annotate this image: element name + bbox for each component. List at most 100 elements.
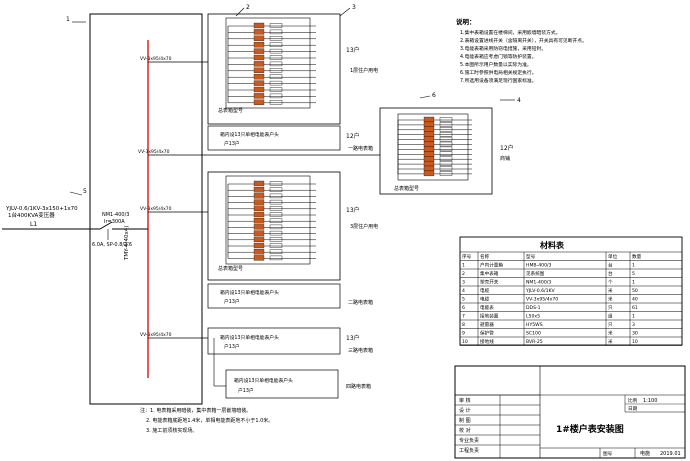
branch-1-cable: VV-3x95/4x70 [140, 56, 172, 62]
mbr-meter-row [398, 160, 472, 167]
materials-cell: 7 [462, 314, 465, 320]
main-distribution-panel [89, 13, 203, 405]
materials-cell: 接地装置 [480, 313, 499, 320]
materials-cell: 6 [462, 305, 465, 311]
meter-box-right-caption: 总表箱型号 [394, 185, 419, 192]
materials-cell: 30 [632, 331, 638, 337]
materials-cell: 台 [608, 262, 613, 269]
materials-cell: 2 [462, 271, 465, 277]
title-block-label: 制 图 [459, 417, 471, 424]
materials-cell: 1 [632, 314, 635, 320]
callout-6: 6 [432, 92, 436, 99]
mbr-meter-row [398, 146, 472, 152]
side-label-1: 一路电表箱 [348, 145, 373, 152]
materials-cell: 40 [632, 297, 638, 303]
title-block-label: 审 核 [459, 397, 471, 404]
materials-cell: 8 [462, 322, 465, 328]
callout-3: 3 [352, 4, 356, 11]
meter-box-1-count: 13户 [346, 46, 360, 54]
description-line-2: 2.表箱设置进线开关（含隔离开关），开关具有可见断开点。 [460, 37, 587, 44]
materials-cell: 台 [608, 270, 613, 277]
materials-cell: 米 [608, 296, 613, 303]
description-notes: 说明： 1.集中表箱设置在楼梯间，采用嵌墙暗装方式。 2.表箱设置进线开关（含隔… [456, 17, 587, 84]
mb2-meter-row [228, 218, 316, 224]
notes-box-1-line2: 户13户 [224, 140, 240, 147]
materials-cell: NM1-400/3 [526, 280, 551, 286]
materials-cell: L50x5 [526, 314, 540, 320]
branch-feeders: VV-3x95/4x70 VV-3x95/4x70 VV-3x95/4x70 V… [138, 56, 380, 339]
title-block-scale: 1:100 [643, 398, 657, 404]
branch-4-count: 13户 [346, 334, 360, 342]
mb1-meter-row [228, 80, 316, 86]
callout-4: 4 [517, 97, 521, 104]
mbr-meter-row [398, 165, 472, 172]
materials-cell: HMB-400/3 [526, 263, 552, 269]
notes-box-4-line2: 户13户 [238, 387, 254, 394]
materials-cell: 3 [632, 322, 635, 328]
incoming-line-label: L1 [30, 221, 37, 228]
callout-5: 5 [83, 188, 87, 195]
mb2-meter-row [228, 187, 316, 193]
mbr-meter-row [398, 136, 472, 142]
mb1-meter-row [228, 74, 316, 80]
materials-cell: 接地线 [480, 338, 494, 345]
mb2-meter-row [228, 199, 316, 205]
notes-box-1 [207, 125, 341, 151]
mb2-meter-row [228, 249, 316, 255]
mb1-meter-row [228, 93, 316, 99]
mbr-meter-row [398, 151, 472, 157]
materials-cell: 组 [608, 313, 613, 320]
mb2-meter-row [228, 242, 316, 249]
mb1-meter-row [228, 48, 316, 54]
materials-cell: 1 [462, 263, 465, 269]
title-block-sheet: 电施 [640, 450, 650, 457]
materials-cell: 10 [632, 339, 638, 345]
materials-cell: 3 [462, 280, 465, 286]
title-block-field-label: 日期 [628, 406, 638, 412]
title-block-label: 专业负责 [459, 437, 479, 444]
materials-cell: 米 [608, 287, 613, 294]
meter-box-right: 总表箱型号 12户 商铺 [379, 107, 514, 195]
materials-cell: 10 [462, 339, 468, 345]
materials-cell: 避雷器 [480, 321, 494, 328]
side-label-2: 二路电表箱 [348, 299, 373, 306]
mb1-meter-row [228, 99, 316, 105]
title-block-date: 2019.01 [660, 451, 681, 457]
materials-cell: 米 [608, 338, 613, 345]
busbar-label: TMY-4(40x4) [124, 226, 130, 261]
callout-1: 1 [66, 16, 70, 23]
side-label-4: 四路电表箱 [346, 383, 371, 390]
mb1-meter-row [228, 29, 316, 35]
materials-cell: 只 [608, 305, 613, 311]
breaker-type: NM1-400/3 [102, 212, 129, 218]
callout-numbers: 1 2 3 4 5 6 [66, 4, 521, 196]
materials-cell: 电能表 [480, 304, 494, 311]
materials-title: 材料表 [540, 240, 565, 250]
feeder-cable: YJLV-0.6/1KV-3x150+1x70 [5, 206, 78, 212]
mb2-meter-row [228, 180, 316, 187]
branch-2-cable: VV-3x95/4x70 [138, 149, 170, 155]
description-line-4: 4.电能表箱应考虑门锁等防护装置。 [460, 53, 537, 60]
title-block-label: 校 对 [459, 427, 471, 434]
title-block-label: 设 计 [459, 407, 471, 414]
materials-cell: 只 [608, 322, 613, 328]
drawing-title: 1#楼户表安装图 [556, 423, 624, 435]
mbr-meter-row [398, 170, 472, 177]
description-line-5: 5.本图所示用户数量以实际为准。 [460, 61, 532, 68]
bottom-note-3: 3. 施工前须核实现场。 [146, 427, 197, 434]
mb2-meter-row [228, 205, 316, 211]
meter-box-2: 总表箱型号 13户 3层住户用电 [207, 171, 378, 281]
mbr-meter-row [398, 141, 472, 147]
branch-4-cable: VV-3x95/4x70 [140, 332, 172, 338]
materials-cell: BVR-25 [526, 339, 543, 345]
description-line-3: 3.电能表箱采用防窃电措施，采用铅封。 [460, 45, 546, 52]
materials-header-cell: 单位 [608, 253, 618, 260]
feeder-note: 1台400KVA变压器 [8, 211, 55, 219]
materials-header-cell: 序号 [462, 253, 472, 260]
notes-box-3 [207, 327, 341, 355]
materials-cell: 1 [632, 280, 635, 286]
incoming-feeder: YJLV-0.6/1KV-3x150+1x70 1台400KVA变压器 L1 N… [2, 206, 148, 248]
mb2-meter-row [228, 211, 316, 218]
mb2-meter-row [228, 230, 316, 236]
mb1-meter-row [228, 61, 316, 67]
